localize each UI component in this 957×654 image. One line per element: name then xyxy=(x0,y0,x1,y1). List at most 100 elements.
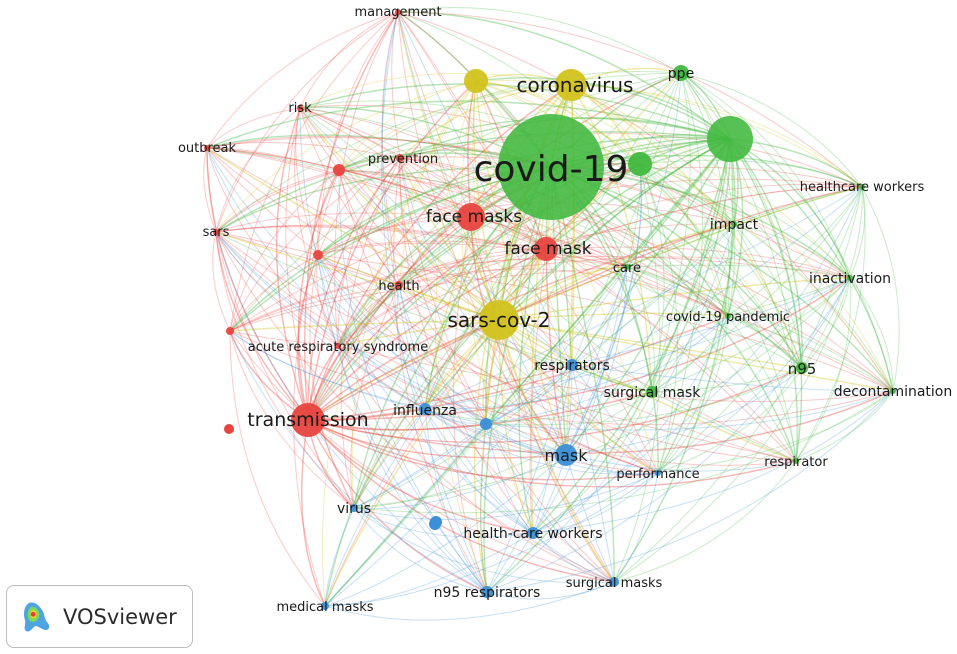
node-surgical-masks[interactable] xyxy=(609,577,619,587)
node-performance[interactable] xyxy=(655,470,661,476)
edge xyxy=(307,419,567,459)
node-influenza[interactable] xyxy=(419,403,431,415)
edge xyxy=(215,231,659,474)
node-n95[interactable] xyxy=(796,362,808,374)
node-decontamination[interactable] xyxy=(890,388,896,394)
node-respirator[interactable] xyxy=(793,458,799,464)
edge xyxy=(299,107,500,321)
node-green-medium[interactable] xyxy=(628,152,652,176)
node-management[interactable] xyxy=(395,9,401,15)
node-green-large[interactable] xyxy=(707,116,753,162)
edge xyxy=(353,319,500,509)
edge xyxy=(651,186,863,393)
node-coronavirus[interactable] xyxy=(555,69,587,101)
edge xyxy=(307,157,401,421)
edge xyxy=(229,169,340,332)
edge xyxy=(399,157,534,534)
edge xyxy=(317,254,797,462)
edge xyxy=(727,315,894,392)
edge xyxy=(350,284,400,509)
node-mask[interactable] xyxy=(555,444,577,466)
edge xyxy=(475,80,641,165)
edge xyxy=(498,277,851,321)
edge xyxy=(470,216,894,392)
edge xyxy=(338,84,572,171)
node-respirators[interactable] xyxy=(566,359,578,371)
node-care[interactable] xyxy=(624,264,630,270)
edge xyxy=(321,80,477,607)
node-red-unlabeled-3[interactable] xyxy=(226,327,234,335)
edge xyxy=(229,157,401,332)
edge xyxy=(307,367,803,444)
node-label-mask: mask xyxy=(545,446,589,465)
edge xyxy=(475,79,863,188)
node-acute-respiratory-syndrome[interactable] xyxy=(335,343,341,349)
edge xyxy=(317,254,659,474)
edge xyxy=(206,147,547,250)
node-unlabeled[interactable] xyxy=(429,518,441,530)
node-impact[interactable] xyxy=(731,221,737,227)
edge xyxy=(206,147,797,462)
edge xyxy=(565,454,659,475)
edge xyxy=(613,460,797,583)
node-label-face-masks: face masks xyxy=(426,207,522,227)
edge xyxy=(485,367,803,426)
edge xyxy=(229,330,339,347)
edge xyxy=(570,84,803,369)
edge xyxy=(399,157,803,369)
node-blue-unlabeled[interactable] xyxy=(480,418,492,430)
edge xyxy=(532,315,729,534)
node-sars[interactable] xyxy=(213,229,219,235)
edge xyxy=(353,248,547,509)
edge xyxy=(307,419,797,488)
edge xyxy=(424,408,534,534)
edge xyxy=(657,223,736,474)
edge xyxy=(399,157,615,583)
edge xyxy=(733,186,863,225)
edge xyxy=(483,166,552,593)
edge xyxy=(397,11,894,392)
node-n95-respirators[interactable] xyxy=(481,586,493,598)
node-surgical-mask[interactable] xyxy=(646,386,658,398)
edge xyxy=(353,391,653,509)
node-yellow-unlabeled[interactable] xyxy=(464,69,488,93)
node-health-care-workers[interactable] xyxy=(527,527,539,539)
edge xyxy=(613,472,659,583)
node-outbreak[interactable] xyxy=(204,145,210,151)
edge xyxy=(304,11,399,421)
edge xyxy=(324,319,500,607)
edge xyxy=(626,266,894,392)
edge xyxy=(733,223,851,279)
edge xyxy=(424,315,729,410)
node-face-masks[interactable] xyxy=(457,203,485,231)
node-prevention[interactable] xyxy=(396,154,404,162)
node-covid-19-pandemic[interactable] xyxy=(725,313,731,319)
edge xyxy=(206,107,301,149)
node-health[interactable] xyxy=(395,281,403,289)
edge xyxy=(317,254,500,321)
edge xyxy=(353,163,641,509)
edge xyxy=(206,147,659,474)
edge xyxy=(380,11,488,593)
edge xyxy=(565,454,615,583)
node-medical-masks[interactable] xyxy=(321,602,329,610)
node-ppe[interactable] xyxy=(673,65,689,81)
node-transmission[interactable] xyxy=(291,403,325,437)
node-risk[interactable] xyxy=(297,105,303,111)
node-label-respirators: respirators xyxy=(534,358,610,374)
node-unlabeled[interactable] xyxy=(224,424,234,434)
edge xyxy=(206,147,355,509)
edge xyxy=(229,330,426,410)
edge xyxy=(486,138,731,593)
network-labels: managementriskoutbreakpreventionsarsface… xyxy=(178,5,952,615)
edge xyxy=(565,72,682,456)
node-inactivation[interactable] xyxy=(847,275,853,281)
node-red-unlabeled-2[interactable] xyxy=(313,250,323,260)
node-virus[interactable] xyxy=(350,504,358,512)
node-sars-cov-2[interactable] xyxy=(479,300,519,340)
node-red-unlabeled[interactable] xyxy=(333,164,345,176)
node-healthcare-workers[interactable] xyxy=(859,184,865,190)
edge xyxy=(795,277,852,462)
node-face-mask[interactable] xyxy=(534,237,558,261)
node-covid-19[interactable] xyxy=(498,114,604,220)
